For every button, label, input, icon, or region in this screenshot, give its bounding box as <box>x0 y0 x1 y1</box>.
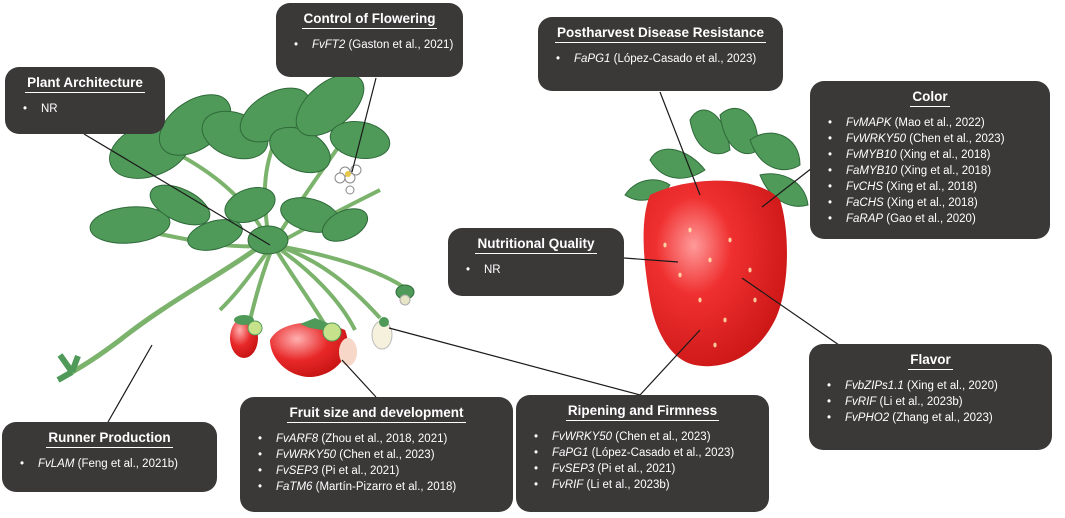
reference: (Martín-Pizarro et al., 2018) <box>315 481 457 493</box>
reference: (Xing et al., 2018) <box>886 197 978 209</box>
box-ripening-and-firmness: Ripening and Firmness FvWRKY50 (Chen et … <box>516 395 769 512</box>
reference: (Chen et al., 2023) <box>615 431 711 443</box>
list-item: FvWRKY50 (Chen et al., 2023) <box>534 429 757 445</box>
list-item: FaTM6 (Martín-Pizarro et al., 2018) <box>258 479 501 495</box>
gene-name: FvWRKY50 <box>552 431 613 443</box>
box-postharvest-disease-resistance: Postharvest Disease Resistance FaPG1 (Ló… <box>538 17 783 91</box>
box-runner-production: Runner Production FvLAM (Feng et al., 20… <box>2 422 217 492</box>
gene-name: FvFT2 <box>312 39 346 51</box>
list-item: FaMYB10 (Xing et al., 2018) <box>828 163 1038 179</box>
runner-stem <box>70 238 270 375</box>
list-item: FvMAPK (Mao et al., 2022) <box>828 115 1038 131</box>
gene-name: FaPG1 <box>574 53 611 65</box>
list-item: FvLAM (Feng et al., 2021b) <box>20 456 205 472</box>
list-item: NR <box>23 101 153 117</box>
plant-fruits <box>230 294 411 378</box>
box-title: Postharvest Disease Resistance <box>554 25 767 43</box>
gene-name: FvSEP3 <box>276 465 319 477</box>
connector-lines <box>83 77 853 423</box>
box-plant-architecture: Plant Architecture NR <box>5 67 165 134</box>
gene-name: FvbZIPs1.1 <box>845 380 904 392</box>
list-item: FaPG1 (López-Casado et al., 2023) <box>556 51 771 67</box>
gene-name: FvWRKY50 <box>846 133 907 145</box>
gene-name: FvARF8 <box>276 433 319 445</box>
box-title: Control of Flowering <box>301 11 438 29</box>
reference: (Zhou et al., 2018, 2021) <box>321 433 448 445</box>
box-title: Fruit size and development <box>287 405 466 423</box>
list-item: NR <box>466 262 612 278</box>
gene-name: FaTM6 <box>276 481 313 493</box>
box-control-of-flowering: Control of Flowering FvFT2 (Gaston et al… <box>276 3 463 77</box>
box-nutritional-quality: Nutritional Quality NR <box>448 228 624 296</box>
flower <box>334 164 362 195</box>
reference: (Gaston et al., 2021) <box>348 39 454 51</box>
gene-name: FvPHO2 <box>845 412 890 424</box>
strawberry-fruit <box>624 107 809 367</box>
gene-name: FvRIF <box>552 479 584 491</box>
reference: (Gao et al., 2020) <box>886 213 976 225</box>
list-item: FvSEP3 (Pi et al., 2021) <box>534 461 757 477</box>
reference: (Pi et al., 2021) <box>597 463 676 475</box>
list-item: FvCHS (Xing et al., 2018) <box>828 179 1038 195</box>
reference: (Feng et al., 2021b) <box>77 458 178 470</box>
gene-name: FvSEP3 <box>552 463 595 475</box>
list-item: FvPHO2 (Zhang et al., 2023) <box>827 410 1040 426</box>
list-item: FvWRKY50 (Chen et al., 2023) <box>828 131 1038 147</box>
box-color: Color FvMAPK (Mao et al., 2022) FvWRKY50… <box>810 81 1050 239</box>
reference: (Xing et al., 2018) <box>900 165 992 177</box>
reference: (Pi et al., 2021) <box>321 465 400 477</box>
gene-name: FvMYB10 <box>846 149 897 161</box>
box-title: Ripening and Firmness <box>565 403 720 421</box>
gene-name: FvWRKY50 <box>276 449 337 461</box>
box-flavor: Flavor FvbZIPs1.1 (Xing et al., 2020) Fv… <box>809 344 1052 450</box>
reference: (Li et al., 2023b) <box>879 396 963 408</box>
list-item: FvbZIPs1.1 (Xing et al., 2020) <box>827 378 1040 394</box>
reference: (López-Casado et al., 2023) <box>613 53 757 65</box>
gene-name: FvLAM <box>38 458 75 470</box>
reference: (Xing et al., 2018) <box>899 149 991 161</box>
list-item: FvSEP3 (Pi et al., 2021) <box>258 463 501 479</box>
reference: (Li et al., 2023b) <box>586 479 670 491</box>
list-item: FvWRKY50 (Chen et al., 2023) <box>258 447 501 463</box>
reference: (Chen et al., 2023) <box>909 133 1005 145</box>
box-title: Nutritional Quality <box>475 236 597 254</box>
fruit-body <box>643 180 787 367</box>
reference: (Chen et al., 2023) <box>339 449 435 461</box>
reference: (López-Casado et al., 2023) <box>591 447 735 459</box>
reference: NR <box>484 264 501 276</box>
box-title: Flavor <box>908 352 953 370</box>
box-title: Runner Production <box>46 430 173 448</box>
gene-name: FvCHS <box>846 181 884 193</box>
gene-name: FaMYB10 <box>846 165 898 177</box>
list-item: FvRIF (Li et al., 2023b) <box>827 394 1040 410</box>
list-item: FvFT2 (Gaston et al., 2021) <box>294 37 454 53</box>
list-item: FvRIF (Li et al., 2023b) <box>534 477 757 493</box>
list-item: FaCHS (Xing et al., 2018) <box>828 195 1038 211</box>
gene-name: FaRAP <box>846 213 884 225</box>
reference: NR <box>41 103 58 115</box>
reference: (Xing et al., 2020) <box>907 380 998 392</box>
list-item: FvARF8 (Zhou et al., 2018, 2021) <box>258 431 501 447</box>
strawberry-plant <box>56 73 415 383</box>
gene-name: FaCHS <box>846 197 884 209</box>
box-title: Color <box>910 89 950 107</box>
reference: (Zhang et al., 2023) <box>892 412 993 424</box>
list-item: FaRAP (Gao et al., 2020) <box>828 211 1038 227</box>
box-title: Plant Architecture <box>25 75 145 93</box>
box-fruit-size-and-development: Fruit size and development FvARF8 (Zhou … <box>240 397 513 512</box>
reference: (Mao et al., 2022) <box>894 117 985 129</box>
list-item: FvMYB10 (Xing et al., 2018) <box>828 147 1038 163</box>
gene-name: FvRIF <box>845 396 877 408</box>
gene-name: FvMAPK <box>846 117 892 129</box>
reference: (Xing et al., 2018) <box>886 181 978 193</box>
gene-name: FaPG1 <box>552 447 589 459</box>
list-item: FaPG1 (López-Casado et al., 2023) <box>534 445 757 461</box>
